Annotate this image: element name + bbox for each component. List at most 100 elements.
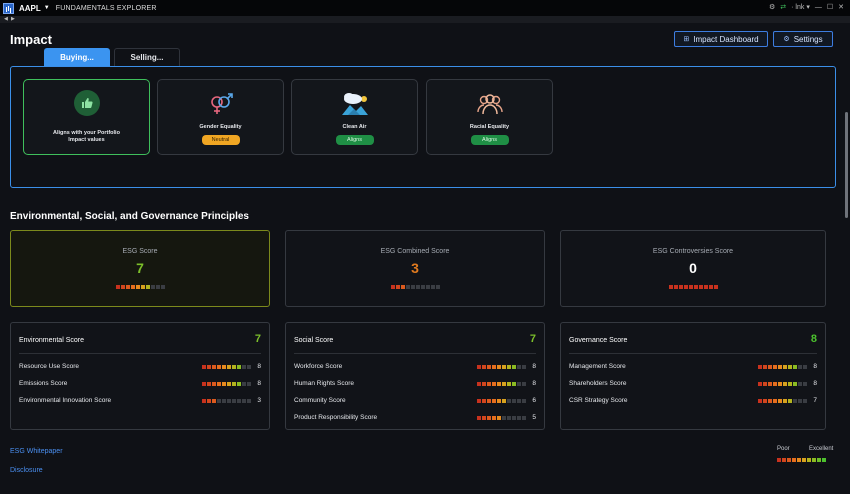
score-row: Workforce Score 8 bbox=[294, 362, 536, 371]
meter-segment bbox=[698, 285, 703, 289]
meter-segment bbox=[773, 398, 777, 403]
close-icon[interactable]: ✕ bbox=[838, 4, 844, 11]
settings-button[interactable]: ⚙ Settings bbox=[773, 31, 833, 47]
esg-combined-score-label: ESG Combined Score bbox=[380, 248, 450, 255]
score-row-value: 8 bbox=[257, 363, 261, 370]
meter-segment bbox=[793, 398, 797, 403]
title-bar: AAPL ▼ FUNDAMENTALS EXPLORER ⚙ ⇄ · lnk ▾… bbox=[0, 0, 850, 16]
meter-segment bbox=[708, 285, 713, 289]
meter-segment bbox=[793, 381, 797, 386]
impact-panel bbox=[10, 66, 836, 188]
meter-segment bbox=[512, 381, 516, 386]
meter-segment bbox=[758, 398, 762, 403]
status-badge: Aligns bbox=[335, 135, 374, 145]
maximize-icon[interactable]: ☐ bbox=[826, 4, 834, 11]
settings-label: Settings bbox=[793, 34, 823, 44]
meter-segment bbox=[202, 364, 206, 369]
meter-segment bbox=[668, 285, 673, 289]
impact-dashboard-label: Impact Dashboard bbox=[693, 34, 759, 44]
meter-segment bbox=[227, 381, 231, 386]
meter-segment bbox=[798, 398, 802, 403]
score-row: Emissions Score 8 bbox=[19, 379, 261, 388]
meter-segment bbox=[222, 398, 226, 403]
status-badge: Aligns bbox=[470, 135, 509, 145]
environmental-score-card: Environmental Score 7 Resource Use Score… bbox=[10, 322, 270, 430]
meter-segment bbox=[232, 364, 236, 369]
esg-section-title: Environmental, Social, and Governance Pr… bbox=[10, 211, 249, 222]
meter-segment bbox=[778, 381, 782, 386]
tab-buying[interactable]: Buying... bbox=[44, 48, 110, 66]
score-row-label: Resource Use Score bbox=[19, 363, 79, 370]
meter-segment bbox=[217, 398, 221, 403]
tab-selling[interactable]: Selling... bbox=[114, 48, 180, 66]
back-icon[interactable]: ◀ bbox=[4, 16, 8, 22]
meter-segment bbox=[758, 381, 762, 386]
esg-combined-score-value: 3 bbox=[411, 260, 419, 276]
settings-gear-icon[interactable]: ⚙ bbox=[769, 4, 776, 11]
meter-segment bbox=[217, 364, 221, 369]
divider bbox=[294, 353, 536, 354]
meter-segment bbox=[202, 381, 206, 386]
score-row-label: Management Score bbox=[569, 363, 626, 370]
meter-segment bbox=[120, 285, 125, 289]
meter-segment bbox=[778, 398, 782, 403]
impact-card-clean-air[interactable]: Clean Air Aligns bbox=[291, 79, 418, 155]
score-row-label: Shareholders Score bbox=[569, 380, 627, 387]
forward-icon[interactable]: ▶ bbox=[11, 16, 15, 22]
impact-card-aligns[interactable]: Aligns with your Portfolio Impact values bbox=[23, 79, 150, 155]
link-group-dropdown[interactable]: · lnk ▾ bbox=[791, 4, 810, 11]
meter-segment bbox=[155, 285, 160, 289]
meter-segment bbox=[487, 415, 491, 420]
impact-card-gender-equality[interactable]: Gender Equality Neutral bbox=[157, 79, 284, 155]
minimize-icon[interactable]: — bbox=[814, 4, 822, 11]
score-row-label: Workforce Score bbox=[294, 363, 343, 370]
meter-segment bbox=[390, 285, 395, 289]
legend-excellent-label: Excellent bbox=[809, 446, 834, 452]
impact-dashboard-button[interactable]: ⊞ Impact Dashboard bbox=[674, 31, 768, 47]
score-row: Management Score 8 bbox=[569, 362, 817, 371]
score-row: Shareholders Score 8 bbox=[569, 379, 817, 388]
group-value: 7 bbox=[254, 333, 261, 345]
legend-poor-label: Poor bbox=[777, 446, 790, 452]
meter-segment bbox=[512, 398, 516, 403]
group-value: 7 bbox=[529, 333, 536, 345]
meter-segment bbox=[768, 398, 772, 403]
link-icon[interactable]: ⇄ bbox=[780, 4, 787, 11]
gender-symbols-icon bbox=[208, 91, 234, 117]
meter-segment bbox=[792, 458, 796, 462]
esg-controversies-score-card: ESG Controversies Score 0 bbox=[560, 230, 826, 307]
meter-segment bbox=[502, 415, 506, 420]
meter-segment bbox=[783, 364, 787, 369]
meter-segment bbox=[487, 398, 491, 403]
score-meter bbox=[477, 381, 526, 386]
meter-segment bbox=[222, 364, 226, 369]
meter-segment bbox=[202, 398, 206, 403]
impact-card-racial-equality[interactable]: Racial Equality Aligns bbox=[426, 79, 553, 155]
meter-segment bbox=[773, 364, 777, 369]
meter-segment bbox=[807, 458, 811, 462]
meter-segment bbox=[242, 381, 246, 386]
divider bbox=[19, 353, 261, 354]
disclosure-link[interactable]: Disclosure bbox=[10, 467, 43, 474]
esg-combined-score-card: ESG Combined Score 3 bbox=[285, 230, 545, 307]
meter-segment bbox=[135, 285, 140, 289]
meter-segment bbox=[482, 398, 486, 403]
meter-segment bbox=[415, 285, 420, 289]
meter-segment bbox=[242, 364, 246, 369]
meter-segment bbox=[227, 364, 231, 369]
meter-segment bbox=[517, 364, 521, 369]
meter-segment bbox=[812, 458, 816, 462]
ticker-symbol[interactable]: AAPL bbox=[19, 3, 41, 13]
meter-segment bbox=[207, 364, 211, 369]
meter-segment bbox=[232, 381, 236, 386]
impact-card-label: Clean Air bbox=[342, 124, 367, 130]
ticker-dropdown-icon[interactable]: ▼ bbox=[43, 5, 50, 11]
meter-segment bbox=[777, 458, 781, 462]
meter-segment bbox=[783, 398, 787, 403]
meter-segment bbox=[497, 381, 501, 386]
esg-whitepaper-link[interactable]: ESG Whitepaper bbox=[10, 448, 63, 455]
meter-segment bbox=[517, 398, 521, 403]
score-row-value: 8 bbox=[813, 380, 817, 387]
vertical-scrollbar[interactable] bbox=[845, 112, 848, 218]
meter-segment bbox=[207, 381, 211, 386]
